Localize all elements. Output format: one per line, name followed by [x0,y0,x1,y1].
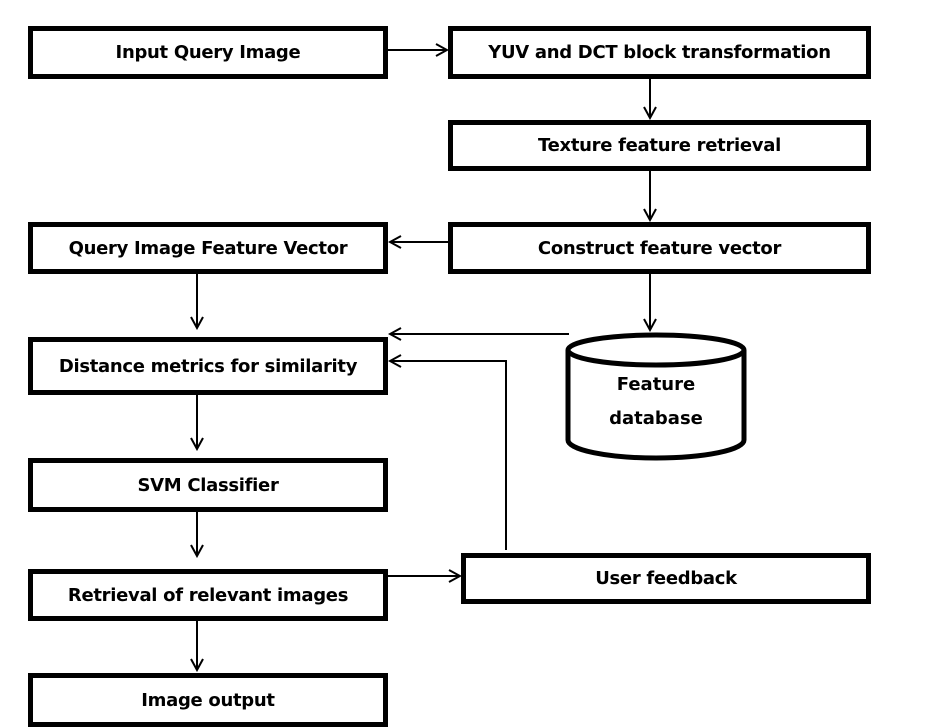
node-label: Image output [141,689,275,711]
node-query-image-feature-vector: Query Image Feature Vector [28,222,388,274]
node-label: Distance metrics for similarity [58,355,358,377]
node-yuv-dct-transformation: YUV and DCT block transformation [448,26,871,79]
database-icon [565,332,747,461]
node-label: Texture feature retrieval [538,135,781,156]
node-construct-feature-vector: Construct feature vector [448,222,871,274]
edge-feedback-to-distance [390,361,507,550]
node-input-query-image: Input Query Image [28,26,388,79]
node-texture-feature-retrieval: Texture feature retrieval [448,120,871,171]
node-label: YUV and DCT block transformation [488,42,831,63]
node-label: Query Image Feature Vector [68,237,348,259]
node-label: Construct feature vector [537,237,782,259]
database-label-line2: database [609,408,703,429]
node-feature-database: Feature database [568,368,744,436]
node-retrieval-relevant-images: Retrieval of relevant images [28,569,388,621]
node-image-output: Image output [28,673,388,727]
node-distance-metrics: Distance metrics for similarity [28,337,388,395]
node-label: Retrieval of relevant images [67,584,349,606]
node-label: User feedback [595,568,737,589]
node-label: SVM Classifier [137,474,279,496]
node-user-feedback: User feedback [461,553,871,604]
node-label: Input Query Image [115,42,301,63]
database-label-line1: Feature [616,374,696,395]
node-svm-classifier: SVM Classifier [28,458,388,512]
